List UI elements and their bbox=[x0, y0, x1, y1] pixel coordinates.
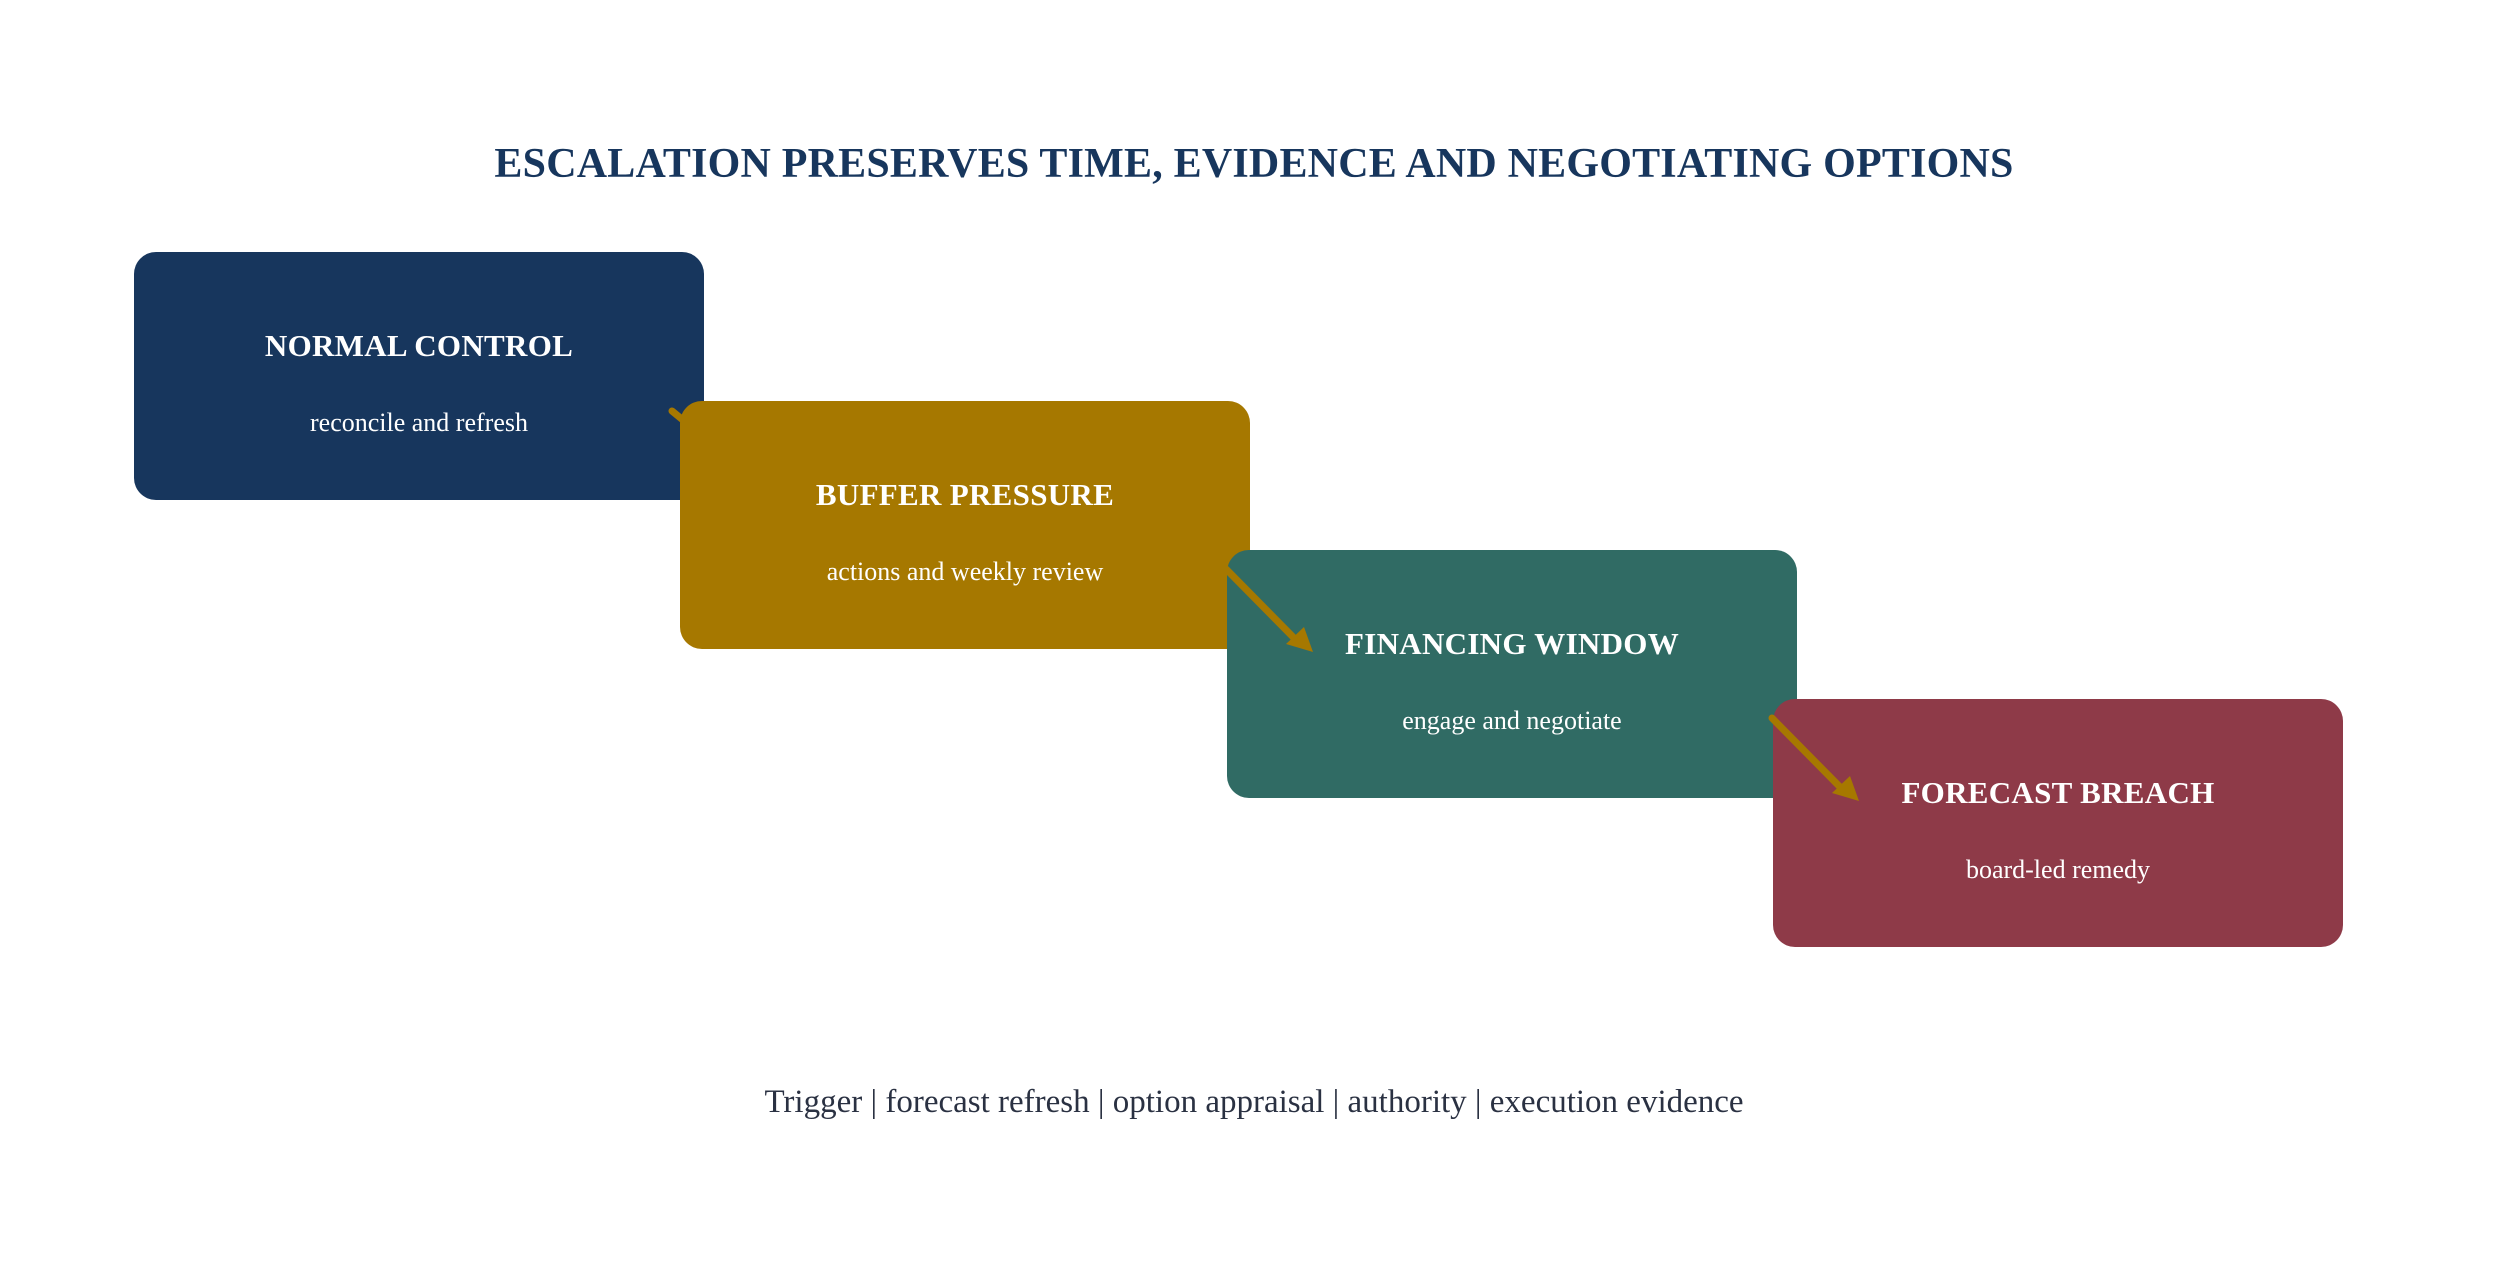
stage-name: BUFFER PRESSURE bbox=[815, 477, 1115, 512]
stage-description: engage and negotiate bbox=[1402, 706, 1622, 735]
stage-name: NORMAL CONTROL bbox=[264, 328, 574, 363]
stage-financing-window: FINANCING WINDOW engage and negotiate bbox=[1227, 550, 1797, 798]
stage-name: FORECAST BREACH bbox=[1901, 775, 2215, 810]
stage-name: FINANCING WINDOW bbox=[1344, 626, 1680, 661]
stage-normal-control: NORMAL CONTROL reconcile and refresh bbox=[134, 252, 704, 500]
footer-caption: Trigger | forecast refresh | option appr… bbox=[764, 1084, 1744, 1120]
stage-description: actions and weekly review bbox=[826, 557, 1104, 586]
stage-description: board-led remedy bbox=[1965, 855, 2151, 884]
stage-forecast-breach: FORECAST BREACH board-led remedy bbox=[1773, 699, 2343, 947]
diagram-title: ESCALATION PRESERVES TIME, EVIDENCE AND … bbox=[494, 141, 2014, 187]
stage-description: reconcile and refresh bbox=[310, 408, 528, 437]
stage-buffer-pressure: BUFFER PRESSURE actions and weekly revie… bbox=[680, 401, 1250, 649]
